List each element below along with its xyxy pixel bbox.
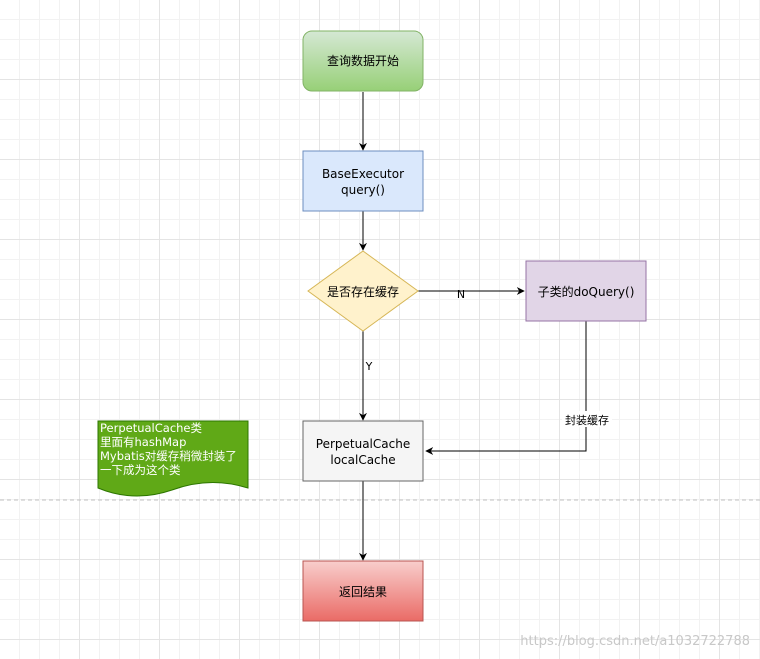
node-return-result[interactable]: 返回结果 <box>302 560 424 622</box>
node-subclass-doquery[interactable]: 子类的doQuery() <box>525 260 647 322</box>
edge-label-wrap-cache: 封装缓存 <box>565 413 609 427</box>
note-line-4: 一下成为这个类 <box>100 463 181 477</box>
note-line-1: PerpetualCache类 <box>100 421 203 435</box>
edge-label-wrap-cache-bg <box>562 411 612 427</box>
node-base-executor[interactable]: BaseExecutor query() <box>302 150 424 212</box>
node-decision-label: 是否存在缓存 <box>327 285 399 299</box>
watermark: https://blog.csdn.net/a1032722788 <box>520 634 750 649</box>
node-return-result-label: 返回结果 <box>339 585 387 599</box>
node-perpetual-cache[interactable]: PerpetualCache localCache <box>302 420 424 482</box>
node-base-executor-line2: query() <box>341 183 385 197</box>
node-base-executor-line1: BaseExecutor <box>322 167 404 181</box>
node-subclass-doquery-label: 子类的doQuery() <box>538 284 635 299</box>
edge-subclass-to-perpetual-cache[interactable] <box>425 321 587 455</box>
node-start[interactable]: 查询数据开始 <box>302 30 424 92</box>
edge-label-yes: Y <box>365 360 373 373</box>
node-perpetual-cache-line1: PerpetualCache <box>316 437 410 451</box>
note-line-3: Mybatis对缓存稍微封装了 <box>100 449 237 463</box>
node-decision[interactable]: 是否存在缓存 <box>307 250 419 332</box>
note-line-2: 里面有hashMap <box>100 435 186 449</box>
node-start-label: 查询数据开始 <box>327 53 399 68</box>
node-perpetual-cache-line2: localCache <box>330 453 395 467</box>
note-perpetual-cache[interactable]: PerpetualCache类 里面有hashMap Mybatis对缓存稍微封… <box>97 420 249 497</box>
edge-label-no: N <box>457 288 465 301</box>
